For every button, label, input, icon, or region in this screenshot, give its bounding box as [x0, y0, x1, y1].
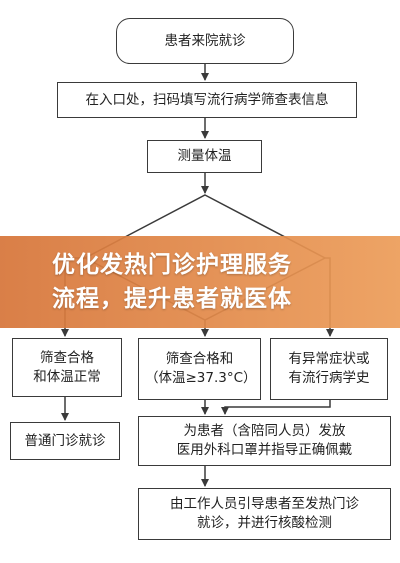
step-general-label: 普通门诊就诊 — [24, 432, 106, 449]
step-temp-box: 测量体温 — [147, 140, 262, 173]
step-scan-label: 在入口处，扫码填写流行病学筛查表信息 — [85, 91, 329, 108]
arrow-abnormal-to-mask — [221, 400, 331, 415]
result-fever-box: 筛查合格和 （体温≥37.3°C） — [138, 338, 261, 400]
result-normal-box: 筛查合格 和体温正常 — [12, 338, 122, 397]
step-guide-label: 由工作人员引导患者至发热门诊 就诊，并进行核酸检测 — [170, 496, 359, 531]
result-fever-label: 筛查合格和 （体温≥37.3°C） — [145, 351, 257, 386]
result-abnormal-label: 有异常症状或 有流行病学史 — [288, 351, 370, 386]
result-normal-label: 筛查合格 和体温正常 — [33, 349, 101, 385]
step-start-label: 患者来院就诊 — [164, 32, 246, 49]
step-temp-label: 测量体温 — [177, 148, 232, 164]
step-scan-box: 在入口处，扫码填写流行病学筛查表信息 — [57, 82, 357, 118]
result-abnormal-box: 有异常症状或 有流行病学史 — [270, 338, 388, 400]
step-guide-box: 由工作人员引导患者至发热门诊 就诊，并进行核酸检测 — [138, 488, 391, 540]
step-mask-label: 为患者（含陪同人员）发放 医用外科口罩并指导正确佩戴 — [176, 423, 353, 458]
step-general-box: 普通门诊就诊 — [10, 422, 120, 460]
step-mask-box: 为患者（含陪同人员）发放 医用外科口罩并指导正确佩戴 — [138, 416, 391, 466]
step-start-box: 患者来院就诊 — [116, 18, 294, 64]
banner-title: 优化发热门诊护理服务 流程，提升患者就医体 — [52, 252, 292, 312]
title-banner: 优化发热门诊护理服务 流程，提升患者就医体 — [0, 236, 400, 328]
